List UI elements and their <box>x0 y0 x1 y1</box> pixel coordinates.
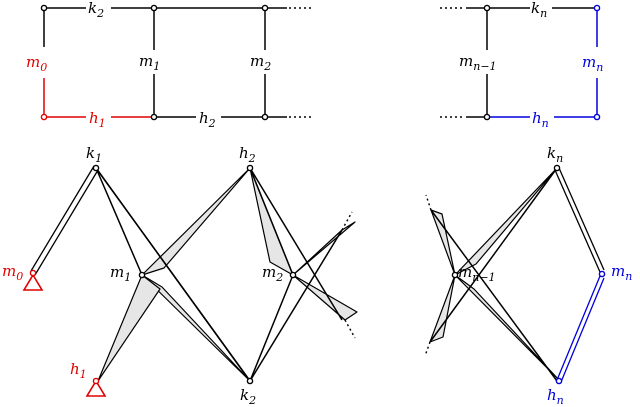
label-bot-k1: k1 <box>86 144 102 165</box>
node <box>246 377 254 385</box>
node <box>40 113 48 121</box>
node <box>555 377 563 385</box>
label-bot-m0: m0 <box>2 262 23 283</box>
double-bars <box>30 165 605 383</box>
bar-h2-k2-b <box>249 274 294 382</box>
double-bar-k1-m0-b <box>34 169 99 276</box>
node <box>138 271 146 279</box>
bar-h2-k2-d <box>249 229 343 382</box>
bar-k1-m2-wide <box>95 167 251 382</box>
node <box>150 113 158 121</box>
dots-4 <box>424 341 431 357</box>
label-top-mn1: mn−1 <box>459 52 497 73</box>
node <box>40 4 48 12</box>
node <box>593 4 601 12</box>
dots-2 <box>344 319 356 339</box>
label-top-m0: m0 <box>26 53 47 74</box>
double-bar-kn-mn-b <box>558 167 605 271</box>
bar-m1-h2 <box>141 167 251 276</box>
label-bot-k2: k2 <box>240 386 256 407</box>
node <box>451 271 459 279</box>
label-bot-kn: kn <box>547 144 563 165</box>
ground-triangle-m0 <box>22 273 44 291</box>
bar-mn1-cross-b <box>429 167 558 343</box>
label-bot-hn: hn <box>547 386 564 407</box>
bar-h2-k2-a <box>249 167 294 276</box>
label-top-k2: k2 <box>88 0 104 20</box>
node <box>92 164 100 172</box>
bar-mn1-hn <box>454 274 561 382</box>
node <box>289 271 297 279</box>
label-top-h2: h2 <box>199 109 216 130</box>
ground-supports <box>22 273 107 397</box>
bar-m1-k2 <box>141 274 251 382</box>
label-bot-m1: m1 <box>110 263 131 284</box>
label-top-mn: mn <box>582 53 603 74</box>
node <box>483 4 491 12</box>
dots-1 <box>341 211 353 231</box>
top-nodes <box>40 4 601 121</box>
bar-mn1-kn <box>454 167 558 276</box>
label-top-m2: m2 <box>250 52 271 73</box>
ground-triangle-h1 <box>85 379 107 397</box>
bar-mn1-cross-a <box>430 209 558 382</box>
double-bar-kn-mn-a <box>554 169 601 273</box>
node <box>483 113 491 121</box>
bar-h2-k2-c <box>249 167 343 321</box>
label-bot-m2: m2 <box>262 263 283 284</box>
node <box>553 164 561 172</box>
bar-mn1-left-lower <box>429 274 456 343</box>
label-top-m1: m1 <box>139 52 160 73</box>
double-bar-mn-hn-a <box>556 275 601 381</box>
label-top-hn: hn <box>532 109 549 130</box>
bar-m2-right-lower <box>292 274 358 321</box>
top-grid <box>43 7 598 118</box>
double-bar-k1-m0-a <box>30 165 95 272</box>
label-bot-mn1: mn−1 <box>458 263 496 284</box>
label-top-kn: kn <box>531 0 547 20</box>
bar-k1-m1 <box>95 167 143 276</box>
label-bot-mn: mn <box>611 262 632 283</box>
bar-m2-right-upper <box>292 221 356 276</box>
bottom-nodes <box>29 164 606 385</box>
node <box>150 4 158 12</box>
node <box>92 377 100 385</box>
node <box>593 113 601 121</box>
label-top-h1: h1 <box>89 109 106 130</box>
node <box>246 164 254 172</box>
dotted-continuations <box>341 194 432 357</box>
dots-3 <box>425 194 432 211</box>
node <box>261 4 269 12</box>
label-bot-h2: h2 <box>239 144 256 165</box>
node <box>261 113 269 121</box>
bar-mn1-left-upper <box>430 209 456 276</box>
double-bar-mn-hn-b <box>560 277 605 383</box>
node <box>598 270 606 278</box>
node <box>29 269 37 277</box>
bar-m1-m2-lower <box>97 274 161 382</box>
label-bot-h1: h1 <box>70 360 87 381</box>
